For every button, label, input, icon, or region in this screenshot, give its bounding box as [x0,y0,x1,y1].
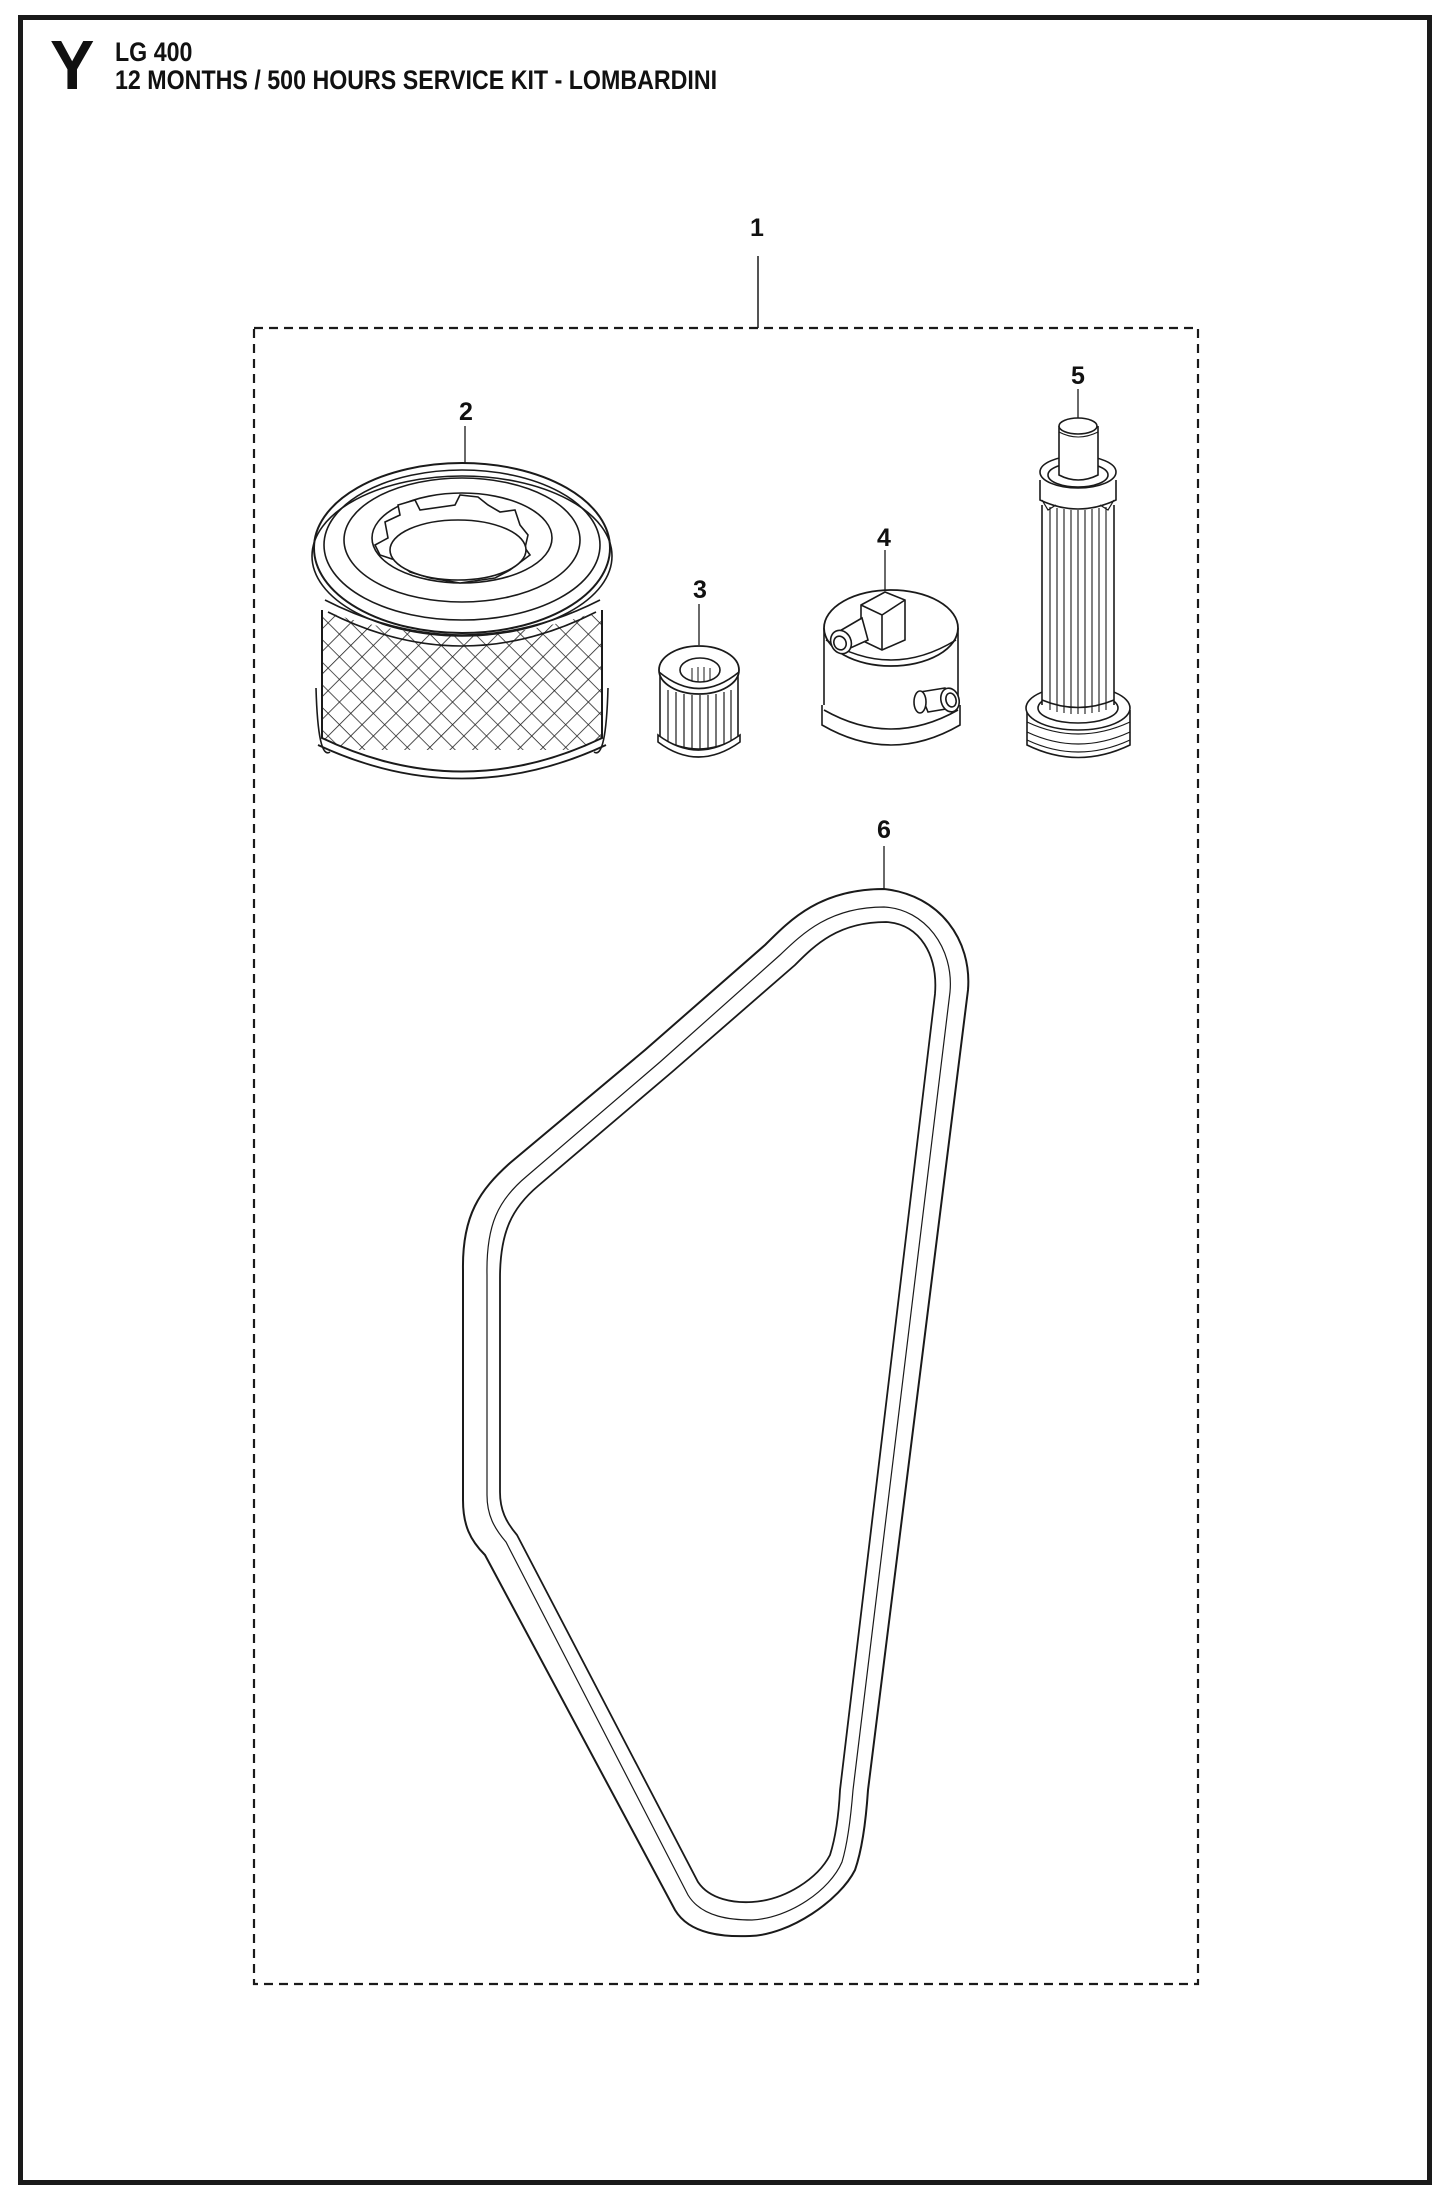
callout-6[interactable]: 6 [877,816,891,844]
section-letter: Y [50,26,95,104]
page-title: 12 MONTHS / 500 HOURS SERVICE KIT - LOMB… [115,65,718,95]
callout-5[interactable]: 5 [1071,362,1085,390]
callout-2[interactable]: 2 [459,398,473,426]
title-block: LG 400 12 MONTHS / 500 HOURS SERVICE KIT… [115,38,815,94]
oil-filter-drawing [657,604,741,758]
page-frame [18,15,1432,2185]
kit-group-box [252,256,1200,1986]
model-name: LG 400 [115,37,193,67]
fuel-prefilter-drawing [1025,389,1131,759]
v-belt-drawing [461,846,970,1938]
fuel-filter-drawing [821,550,961,746]
callout-3[interactable]: 3 [693,576,707,604]
callout-4[interactable]: 4 [877,524,891,552]
callout-1[interactable]: 1 [750,214,764,242]
air-filter-drawing [311,426,613,780]
